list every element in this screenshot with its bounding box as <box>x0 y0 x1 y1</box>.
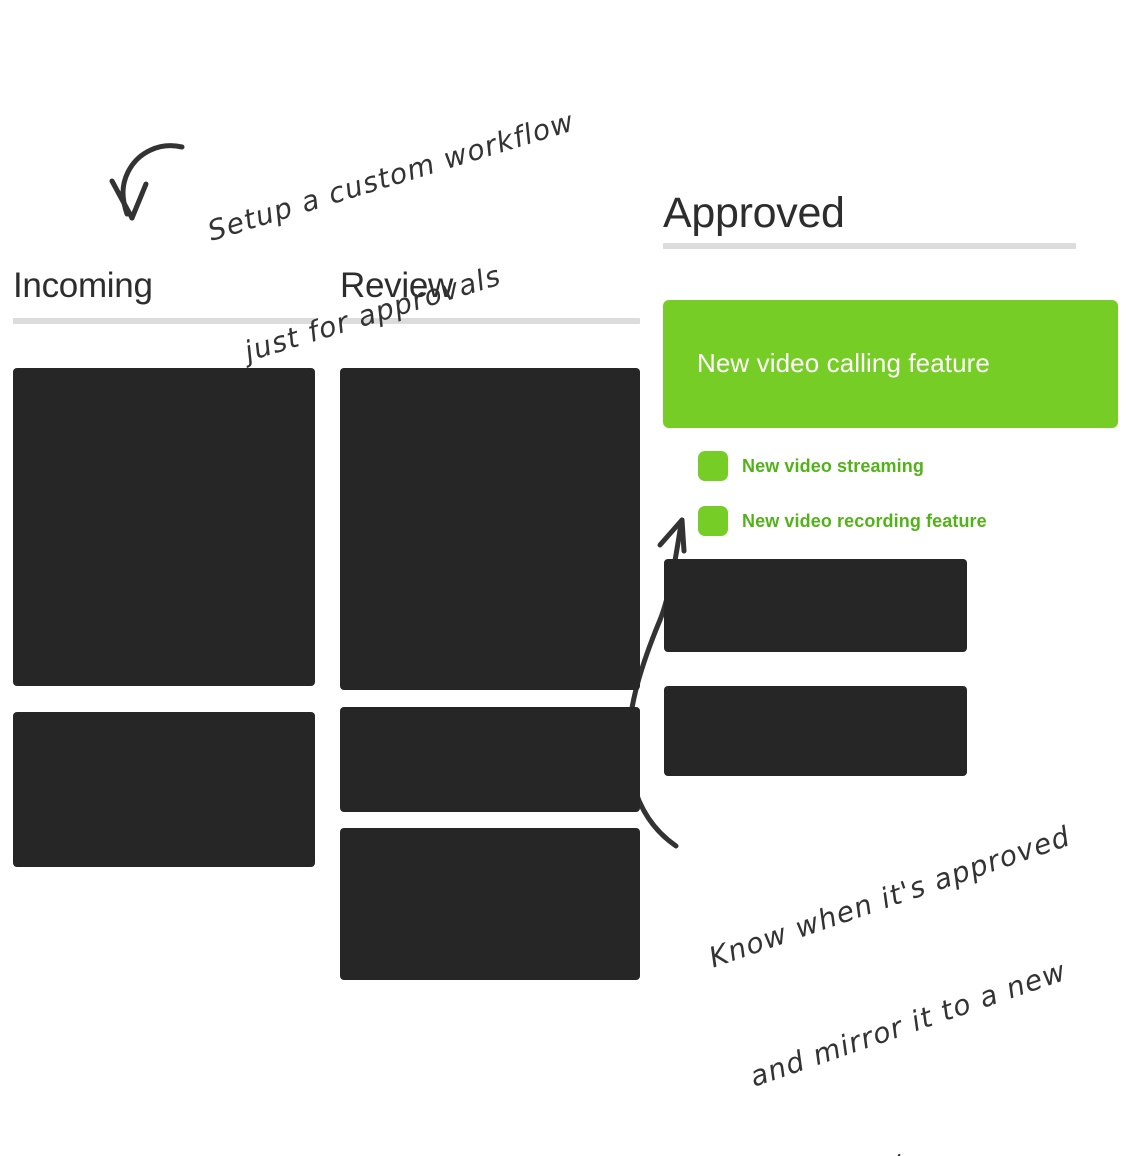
annotation-line-3: worflow. <box>785 1054 1128 1156</box>
column-rule-review <box>340 318 640 324</box>
annotation-line-2: and mirror it to a new <box>745 954 1071 1094</box>
review-card-3[interactable] <box>340 828 640 980</box>
review-card-1[interactable] <box>340 368 640 690</box>
approved-card-1[interactable] <box>664 559 967 652</box>
column-rule-approved <box>663 243 1076 249</box>
approved-item-new-video-recording-feature[interactable]: New video recording feature <box>698 506 987 536</box>
column-title-incoming: Incoming <box>13 266 153 305</box>
curved-arrow-down-left-icon <box>109 143 185 221</box>
annotation-line-1: Setup a custom workflow <box>203 104 579 248</box>
featured-card-label: New video calling feature <box>697 348 990 379</box>
status-swatch-icon <box>698 506 728 536</box>
column-rule-incoming <box>13 318 315 324</box>
approved-item-label: New video recording feature <box>742 510 987 531</box>
column-title-approved: Approved <box>663 189 845 237</box>
annotation-mirror-workflow: Know when it's approved and mirror it to… <box>676 736 1128 1156</box>
annotation-line-1: Know when it's approved <box>704 819 1075 975</box>
column-title-review: Review <box>340 266 453 305</box>
incoming-card-2[interactable] <box>13 712 315 867</box>
review-card-2[interactable] <box>340 707 640 812</box>
approved-item-label: New video streaming <box>742 455 924 476</box>
incoming-card-1[interactable] <box>13 368 315 686</box>
status-swatch-icon <box>698 451 728 481</box>
featured-card-approved[interactable]: New video calling feature <box>663 300 1118 428</box>
approved-item-new-video-streaming[interactable]: New video streaming <box>698 451 924 481</box>
approved-card-2[interactable] <box>664 686 967 776</box>
